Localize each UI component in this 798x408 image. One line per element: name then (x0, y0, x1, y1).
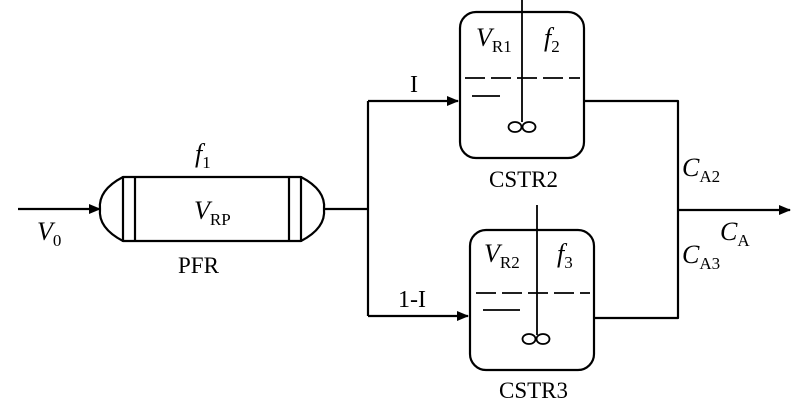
pfr-right-head (300, 176, 326, 242)
cstr2-reactor (458, 0, 586, 160)
cstr2-impeller-icon (507, 121, 523, 133)
cstr2-impeller-icon (521, 121, 537, 133)
inlet-flow-label: V0 (37, 217, 61, 250)
ca3-label: CA3 (682, 240, 720, 273)
cstr3-volume-label: VR2 (484, 239, 520, 272)
cstr2-outlet-line (584, 99, 680, 320)
cstr3-impeller-icon (535, 333, 551, 345)
cstr3-reactor (468, 205, 596, 372)
cstr2-volume-label: VR1 (476, 23, 512, 56)
cstr3-f-label: f3 (557, 239, 573, 272)
cstr3-name-label: CSTR3 (499, 378, 568, 403)
cstr3-impeller-icon (521, 333, 537, 345)
pfr-body (121, 175, 303, 243)
cstr2-f-label: f2 (544, 23, 560, 56)
cstr3-vessel (468, 228, 596, 372)
cstr2-name-label: CSTR2 (489, 167, 558, 192)
pfr-left-head (98, 176, 124, 242)
branch-bottom-label: 1-I (398, 287, 426, 313)
pfr-volume-label: VRP (194, 196, 231, 229)
pfr-f-label: f1 (195, 139, 211, 172)
ca-label: CA (720, 217, 750, 250)
branch-top-label: I (410, 72, 418, 98)
pfr-name-label: PFR (178, 253, 220, 278)
ca2-label: CA2 (682, 153, 720, 186)
pfr-reactor (98, 175, 326, 243)
